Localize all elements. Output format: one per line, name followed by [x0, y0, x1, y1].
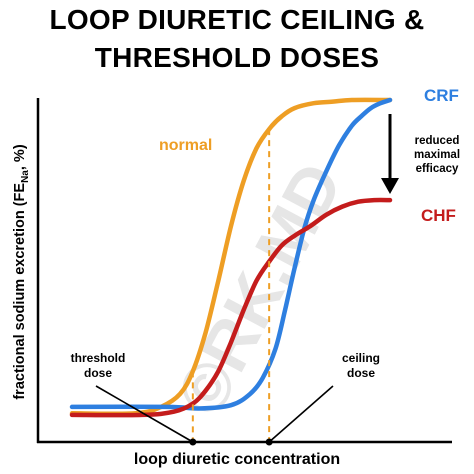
- dose-pointer-ceiling: [268, 385, 334, 443]
- series-line-normal: [69, 97, 393, 417]
- efficacy-arrow-head: [381, 178, 399, 194]
- series-label-crf: CRF: [424, 86, 459, 105]
- series-label-normal: normal: [159, 137, 212, 154]
- series-label-chf: CHF: [421, 206, 456, 225]
- chart-title-line-1: LOOP DIURETIC CEILING &: [49, 4, 425, 35]
- dose-pointer-threshold: [95, 385, 194, 443]
- dose-marker-ceiling: [265, 438, 273, 446]
- series-line-chf: [69, 197, 393, 418]
- x-axis-label: loop diuretic concentration: [134, 451, 340, 468]
- y-axis-label: fractional sodium excretion (FENa, %): [12, 144, 31, 399]
- series-line-crf: [69, 97, 393, 411]
- dose-marker-threshold: [189, 438, 197, 446]
- chart-title-line-2: THRESHOLD DOSES: [94, 42, 380, 73]
